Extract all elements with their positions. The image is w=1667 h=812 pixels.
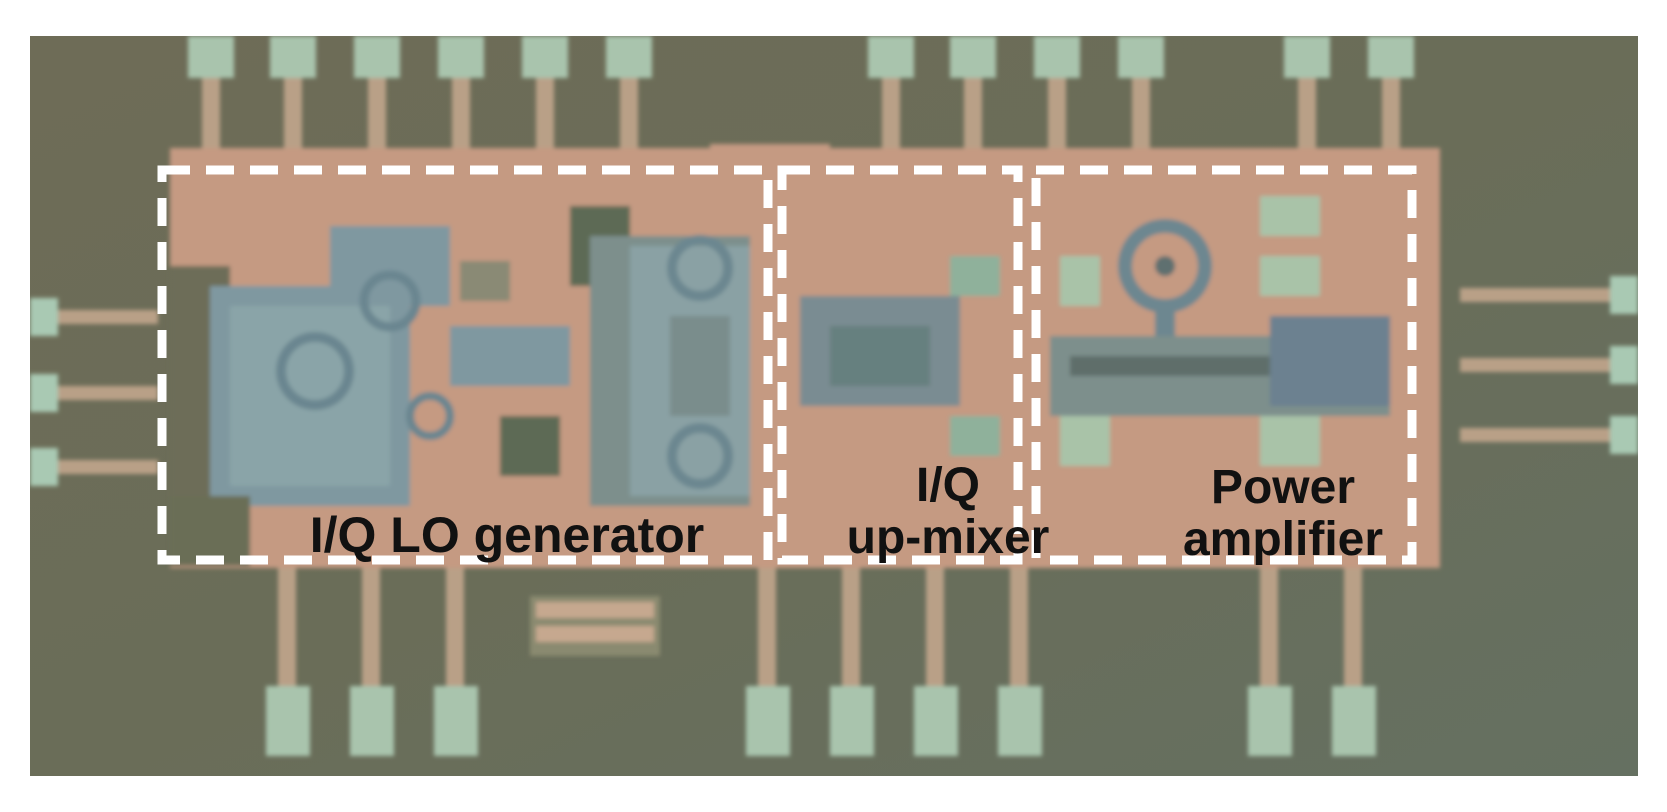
bottom-pads xyxy=(266,686,1376,756)
mixer-structures xyxy=(800,256,1000,456)
block-outlines xyxy=(157,165,1417,565)
pa-structures xyxy=(1050,196,1390,466)
chip-die-photograph xyxy=(30,36,1638,776)
top-pads xyxy=(188,36,1414,78)
lo-generator-structures xyxy=(170,206,750,566)
bottom-traces xyxy=(278,566,1362,686)
left-pads xyxy=(30,298,158,486)
bottom-capacitor-array xyxy=(530,596,660,656)
power-amplifier-outline xyxy=(1031,165,1417,565)
lo-generator-outline xyxy=(157,165,773,565)
right-pads xyxy=(1460,276,1638,454)
up-mixer-outline xyxy=(777,165,1023,565)
